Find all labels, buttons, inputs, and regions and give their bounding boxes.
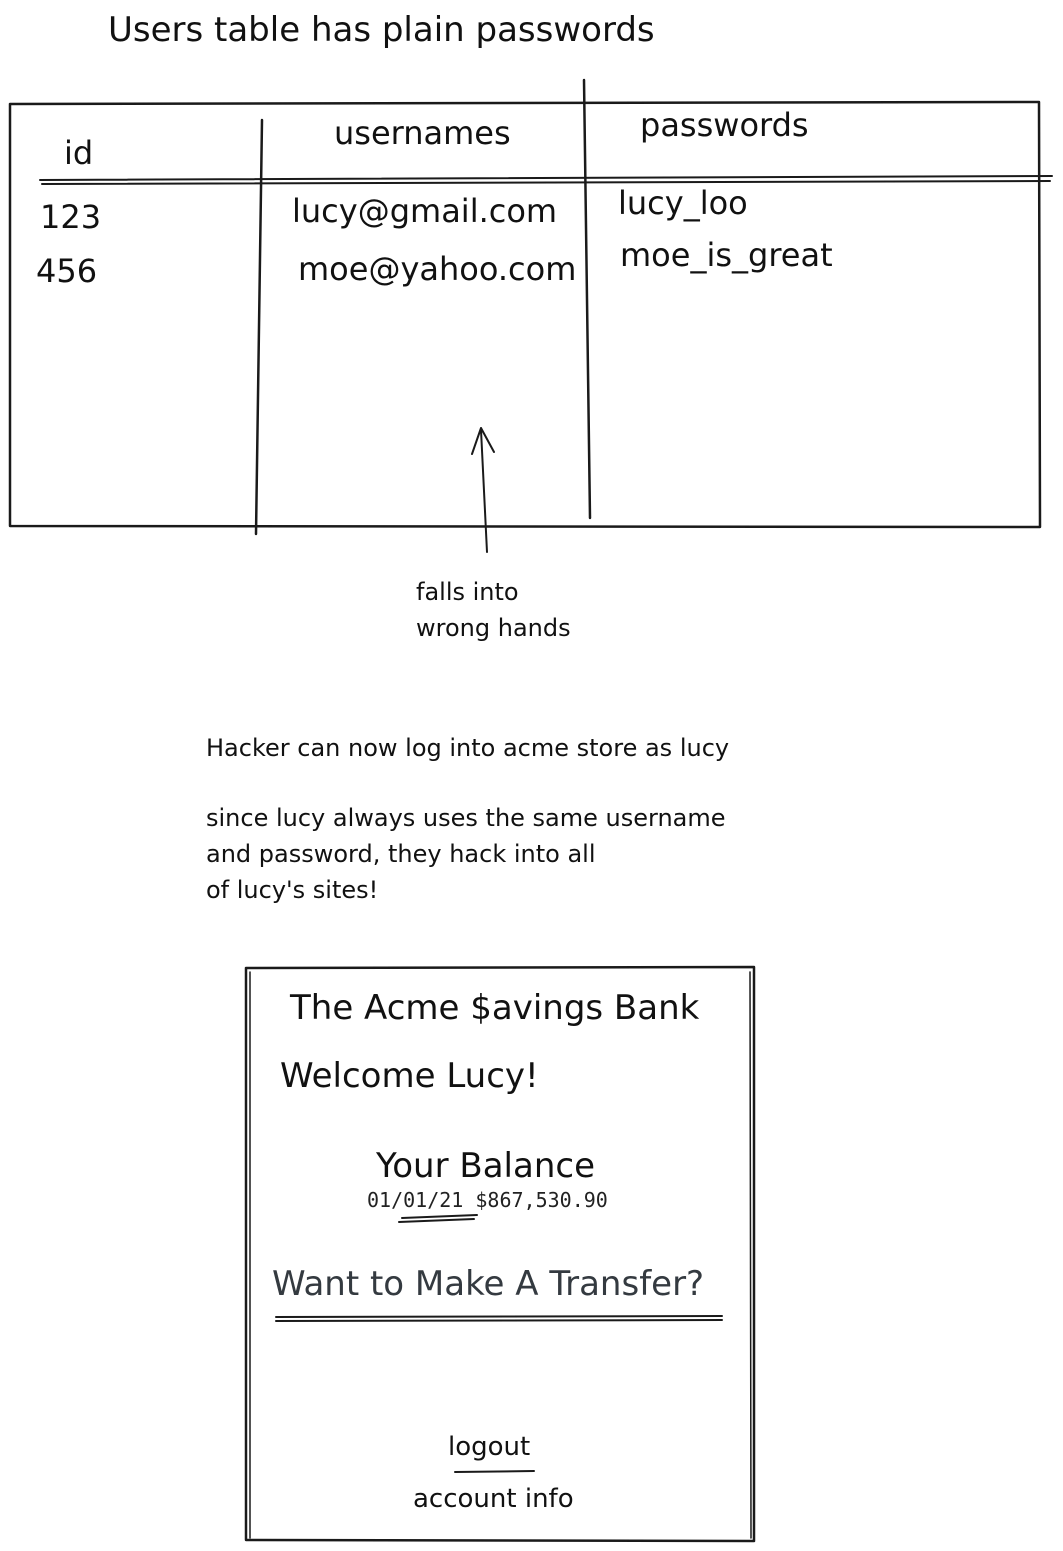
reuse-note-line-1: since lucy always uses the same username — [206, 804, 726, 832]
account-info-link[interactable]: account info — [413, 1484, 574, 1514]
page-title: Users table has plain passwords — [108, 10, 655, 50]
bank-page-border-shadow — [249, 971, 752, 1539]
bank-name: The Acme $avings Bank — [290, 988, 700, 1028]
table-row-2-username: moe@yahoo.com — [298, 250, 577, 288]
balance-value: 01/01/21 $867,530.90 — [367, 1188, 608, 1212]
transfer-underline — [275, 1315, 723, 1322]
table-row-1-id: 123 — [40, 198, 102, 236]
balance-heading: Your Balance — [376, 1146, 595, 1186]
users-table-column-divider-1 — [254, 118, 264, 536]
logout-link[interactable]: logout — [448, 1432, 531, 1462]
users-table-header-separator — [39, 175, 1053, 185]
arrow-note-line-2: wrong hands — [416, 614, 571, 642]
transfer-link[interactable]: Want to Make A Transfer? — [272, 1264, 705, 1304]
column-header-id: id — [64, 134, 94, 172]
logout-underline — [454, 1470, 535, 1473]
column-header-usernames: usernames — [334, 114, 511, 152]
bank-page-border — [244, 965, 756, 1543]
welcome-text: Welcome Lucy! — [280, 1056, 539, 1096]
reuse-note-line-3: of lucy's sites! — [206, 876, 379, 904]
users-table-border — [8, 100, 1042, 529]
arrow-icon — [471, 427, 495, 553]
table-row-1-password: lucy_loo — [618, 184, 748, 222]
users-table-column-divider-2 — [582, 78, 592, 520]
table-row-2-id: 456 — [36, 252, 98, 290]
column-header-passwords: passwords — [640, 106, 809, 144]
arrow-note-line-1: falls into — [416, 578, 519, 606]
reuse-note-line-2: and password, they hack into all — [206, 840, 596, 868]
date-underline — [398, 1214, 478, 1223]
table-row-1-username: lucy@gmail.com — [292, 192, 558, 230]
table-row-2-password: moe_is_great — [620, 236, 833, 274]
hacker-note: Hacker can now log into acme store as lu… — [206, 734, 730, 762]
